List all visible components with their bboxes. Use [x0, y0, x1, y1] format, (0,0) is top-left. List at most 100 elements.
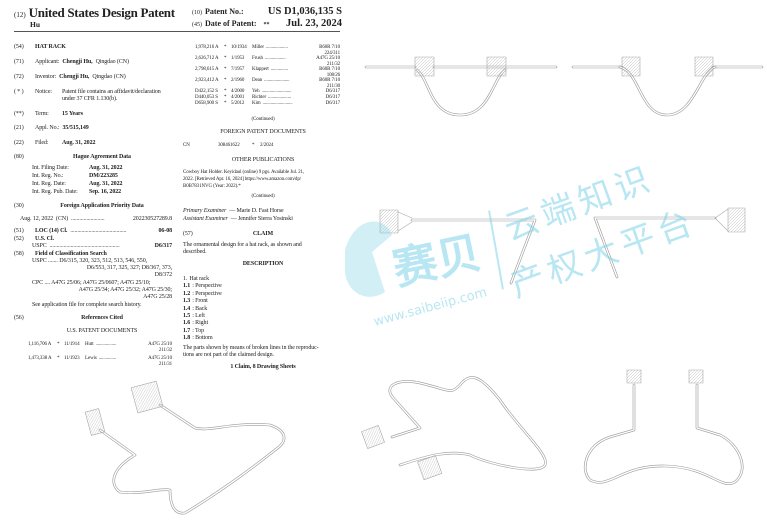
header-divider	[14, 31, 340, 32]
ref-date: 11/1923	[64, 356, 80, 361]
hague-label: Int. Reg. Pub. Date:	[32, 189, 78, 195]
continued-note: (Continued)	[251, 194, 275, 199]
filed-date: Aug. 31, 2022	[62, 140, 96, 146]
drawing-fig-1-2	[571, 56, 764, 117]
ref-name: Hutt	[85, 342, 94, 347]
ref-dots: ..................	[95, 342, 117, 347]
ref-name: Klappert	[252, 67, 269, 72]
claim-heading: CLAIM	[252, 231, 274, 237]
ref-subclass: 211/31	[158, 361, 172, 367]
term-value: 15 Years	[62, 111, 83, 117]
ref-class: A47G 25/10	[316, 56, 340, 61]
ref-star: *	[224, 95, 227, 100]
publication-line: B0B7831NVG (Year: 2022).*	[183, 184, 241, 189]
search-history-note: See application file for complete search…	[32, 302, 142, 308]
description-item-text: : Back	[192, 305, 208, 312]
appl-number: 35/515,149	[62, 125, 89, 131]
ref-subclass: 108/26	[326, 72, 340, 78]
ref-number: 2,798,615 A	[195, 67, 219, 72]
ref-star: *	[224, 56, 227, 61]
uspc-dots: ........................................…	[49, 243, 120, 249]
description-item: 1.6: Right	[183, 320, 208, 327]
description-item-text: : Left	[192, 313, 205, 319]
references-heading: References Cited	[81, 315, 123, 321]
priority-number: 202230527289.8	[132, 216, 172, 222]
uspc-value: D6/317	[154, 243, 173, 249]
ref-date: 4/2001	[231, 95, 245, 100]
priority-dots: ........................	[70, 216, 105, 222]
inventor-label: Inventor:	[35, 74, 57, 80]
ref-name: Dean	[252, 78, 263, 83]
hague-label: Int. Reg. No.:	[32, 173, 64, 179]
ref-date: 4/2000	[231, 89, 245, 94]
uscl-label: U.S. Cl.	[35, 236, 54, 242]
drawing-fig-1-5	[361, 376, 547, 481]
foreign-date: 2/2024	[260, 143, 274, 148]
document-type-title: United States Design Patent	[28, 5, 175, 20]
ref-class: B60R 7/10	[319, 67, 340, 72]
us-patent-docs-heading: U.S. PATENT DOCUMENTS	[66, 328, 138, 334]
ref-date: 7/1957	[231, 67, 245, 72]
continued-note: (Continued)	[251, 117, 275, 122]
ref-star: *	[224, 89, 227, 94]
field-uspc-line: USPC ....... D6/315, 320, 323, 512, 513,…	[32, 258, 148, 264]
ref-dots: ......................	[264, 78, 290, 83]
hague-label: Int. Reg. Date:	[32, 181, 66, 187]
ref-class: A47G 25/10	[148, 356, 172, 361]
header-right: (10) Patent No.: US D1,036,135 S (45) Da…	[192, 6, 342, 30]
description-item-text: Hat rack	[189, 276, 209, 282]
description-item-number: 1.5	[183, 313, 191, 319]
field-uspc-line: D6/553, 317, 325, 327; D8/367, 373,	[86, 265, 172, 271]
drawing-fig-1-7	[84, 380, 286, 515]
publication-line: Cowboy Hat Holder. Keyidaul (online) 9 p…	[183, 170, 305, 175]
description-item-text: : Top	[192, 327, 205, 334]
hague-value: Aug. 31, 2022	[89, 181, 123, 187]
inid-notice: ( * )	[14, 89, 24, 95]
ref-name: Kim	[252, 101, 261, 106]
ref-name: Lewis	[85, 356, 97, 361]
inid-51: (51)	[14, 228, 24, 234]
loc-label: LOC (14) Cl.	[35, 228, 68, 234]
description-item: 1.4: Back	[183, 306, 207, 313]
ref-number: D422,152 S	[195, 89, 218, 94]
inid-71: (71)	[14, 59, 24, 65]
description-item-number: 1.	[183, 276, 188, 282]
priority-country: (CN)	[56, 216, 68, 222]
inid-52: (52)	[14, 236, 24, 242]
filed-label: Filed:	[35, 140, 49, 146]
drawing-fig-1-4	[593, 207, 746, 279]
field-uspc-line: D8/372	[154, 272, 173, 278]
publication-line: 2022. [Retrieved Apr. 16, 2024] https://…	[183, 177, 302, 182]
description-item-text: : Right	[192, 320, 209, 327]
inid-72: (72)	[14, 74, 24, 80]
broken-lines-note: The parts shown by means of broken lines…	[183, 345, 319, 351]
ref-number: 1,116,706 A	[28, 342, 52, 347]
inid-56: (56)	[14, 315, 24, 321]
field-cpc-line: CPC .... A47G 25/06; A47G 25/0607; A47G …	[32, 280, 151, 286]
ref-date: 10/1934	[231, 45, 247, 50]
ref-dots: ..........................	[261, 89, 292, 94]
notice-line: Patent file contains an affidavit/declar…	[62, 89, 161, 95]
ref-name: Yeh	[252, 89, 260, 94]
ref-name: Frush	[252, 56, 263, 61]
ref-name: Richter	[252, 95, 267, 100]
hague-heading: Hague Agreement Data	[73, 154, 131, 160]
ref-date: 11/1914	[64, 342, 80, 347]
ref-class: A47G 25/10	[148, 342, 172, 347]
inid-58: (58)	[14, 251, 24, 257]
patent-number: US D1,036,135 S	[267, 6, 342, 17]
ref-date: 1/1953	[231, 56, 245, 61]
ref-number: D440,053 S	[195, 95, 218, 100]
applicant-label: Applicant:	[35, 59, 60, 65]
date-label: Date of Patent:	[205, 19, 257, 28]
field-cpc-line: A47G 25/28	[143, 294, 172, 300]
term-label: Term:	[35, 111, 49, 117]
field-cpc-line: A47G 25/34; A47G 25/32; A47G 25/30;	[78, 287, 172, 293]
claim-text: described.	[183, 249, 207, 255]
description-item: 1.8: Bottom	[183, 335, 213, 342]
inid-54: (54)	[14, 44, 24, 50]
